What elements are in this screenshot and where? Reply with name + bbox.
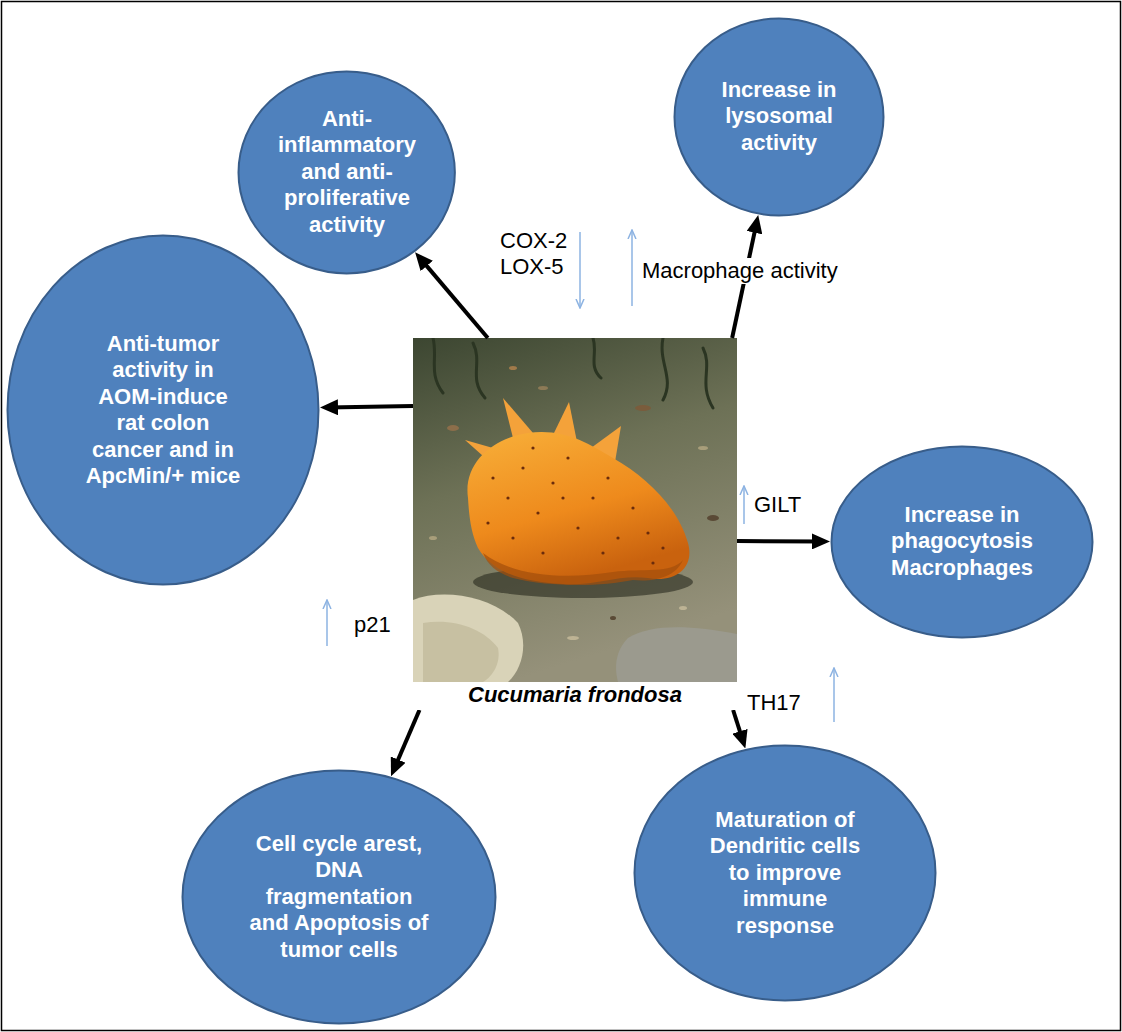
decoration	[541, 551, 544, 554]
decoration	[698, 446, 708, 450]
decoration	[447, 425, 459, 431]
decoration	[679, 606, 687, 610]
photo-panel: Cucumaria frondosa	[413, 338, 737, 710]
decoration	[616, 536, 619, 539]
effect-text: Maturation of Dendritic cells to improve…	[703, 807, 868, 939]
decoration	[503, 398, 533, 438]
effect-text: Increase in lysosomal activity	[709, 77, 849, 156]
effect-text: Anti- inflammatory and anti- proliferati…	[272, 106, 422, 238]
down-arrow	[579, 232, 581, 308]
effect-arrow	[394, 710, 419, 769]
effect-ellipse: Increase in phagocytosis Macrophages	[830, 445, 1094, 639]
decoration	[536, 511, 539, 514]
text-wrap: Anti- inflammatory and anti- proliferati…	[272, 106, 422, 238]
sea-cucumber	[465, 398, 689, 585]
decoration	[473, 343, 485, 398]
mediator-label: COX-2 LOX-5	[498, 228, 574, 281]
decoration	[467, 432, 689, 584]
text-wrap: Maturation of Dendritic cells to improve…	[703, 807, 868, 939]
effect-ellipse: Cell cycle arest, DNA fragmentation and …	[181, 769, 497, 1025]
species-caption: Cucumaria frondosa	[413, 682, 737, 710]
mediator-label: Macrophage activity	[640, 258, 840, 284]
decoration	[433, 338, 443, 393]
decoration	[601, 551, 604, 554]
decoration	[483, 553, 683, 585]
decoration	[610, 616, 616, 620]
effect-arrow	[733, 710, 743, 741]
ellipse-fill	[635, 746, 936, 1001]
text-wrap: Cell cycle arest, DNA fragmentation and …	[247, 831, 432, 963]
decoration	[551, 481, 554, 484]
ellipse-fill	[183, 771, 496, 1024]
grey-rocks	[616, 627, 737, 682]
decoration	[486, 446, 664, 564]
decoration	[606, 476, 609, 479]
up-arrow	[833, 668, 835, 722]
text-wrap: Increase in phagocytosis Macrophages	[887, 502, 1037, 581]
effect-ellipse: Maturation of Dendritic cells to improve…	[633, 744, 937, 1002]
decoration	[561, 496, 564, 499]
decoration	[651, 561, 654, 564]
seaweed	[433, 338, 713, 408]
ellipse-fill	[832, 447, 1093, 638]
decoration	[631, 506, 634, 509]
decoration	[567, 636, 579, 640]
up-arrow	[743, 486, 745, 524]
decoration	[593, 338, 601, 378]
text-wrap: Increase in lysosomal activity	[709, 77, 849, 156]
mediator-label: TH17	[745, 690, 803, 716]
decoration	[429, 536, 437, 540]
up-arrow	[326, 600, 328, 646]
mediator-label: GILT	[752, 492, 803, 518]
effect-text: Anti-tumor activity in AOM-induce rat co…	[83, 331, 243, 489]
decoration	[506, 496, 509, 499]
effect-arrow	[420, 258, 488, 338]
decoration	[538, 386, 548, 390]
decoration	[661, 546, 664, 549]
text-wrap: Anti-tumor activity in AOM-induce rat co…	[83, 331, 243, 489]
ellipse-fill	[239, 71, 455, 273]
decoration	[511, 536, 514, 539]
up-arrow	[631, 230, 633, 306]
effect-ellipse: Anti-tumor activity in AOM-induce rat co…	[6, 234, 320, 586]
ellipse-fill	[675, 19, 884, 216]
effect-text: Increase in phagocytosis Macrophages	[887, 502, 1037, 581]
effect-ellipse: Anti- inflammatory and anti- proliferati…	[237, 70, 456, 275]
decoration	[576, 526, 579, 529]
ellipse-fill	[8, 236, 319, 585]
effect-arrow	[737, 539, 822, 543]
mediator-label: p21	[352, 612, 393, 638]
decoration	[646, 531, 649, 534]
effect-arrow	[328, 406, 413, 407]
decoration	[566, 456, 569, 459]
rock-shade	[423, 622, 499, 682]
effect-text: Cell cycle arest, DNA fragmentation and …	[247, 831, 432, 963]
decoration	[703, 348, 713, 408]
decoration	[662, 338, 667, 400]
decoration	[635, 405, 651, 411]
decoration	[491, 476, 494, 479]
decoration	[591, 496, 594, 499]
decoration	[707, 515, 719, 521]
decoration	[521, 466, 524, 469]
effect-ellipse: Increase in lysosomal activity	[673, 17, 885, 217]
seabed	[413, 338, 737, 682]
decoration	[509, 366, 517, 370]
decoration	[486, 521, 489, 524]
trend-arrows	[327, 230, 834, 722]
sea-cucumber-photo	[413, 338, 737, 682]
pale-rock	[413, 595, 523, 682]
decoration	[531, 446, 534, 449]
